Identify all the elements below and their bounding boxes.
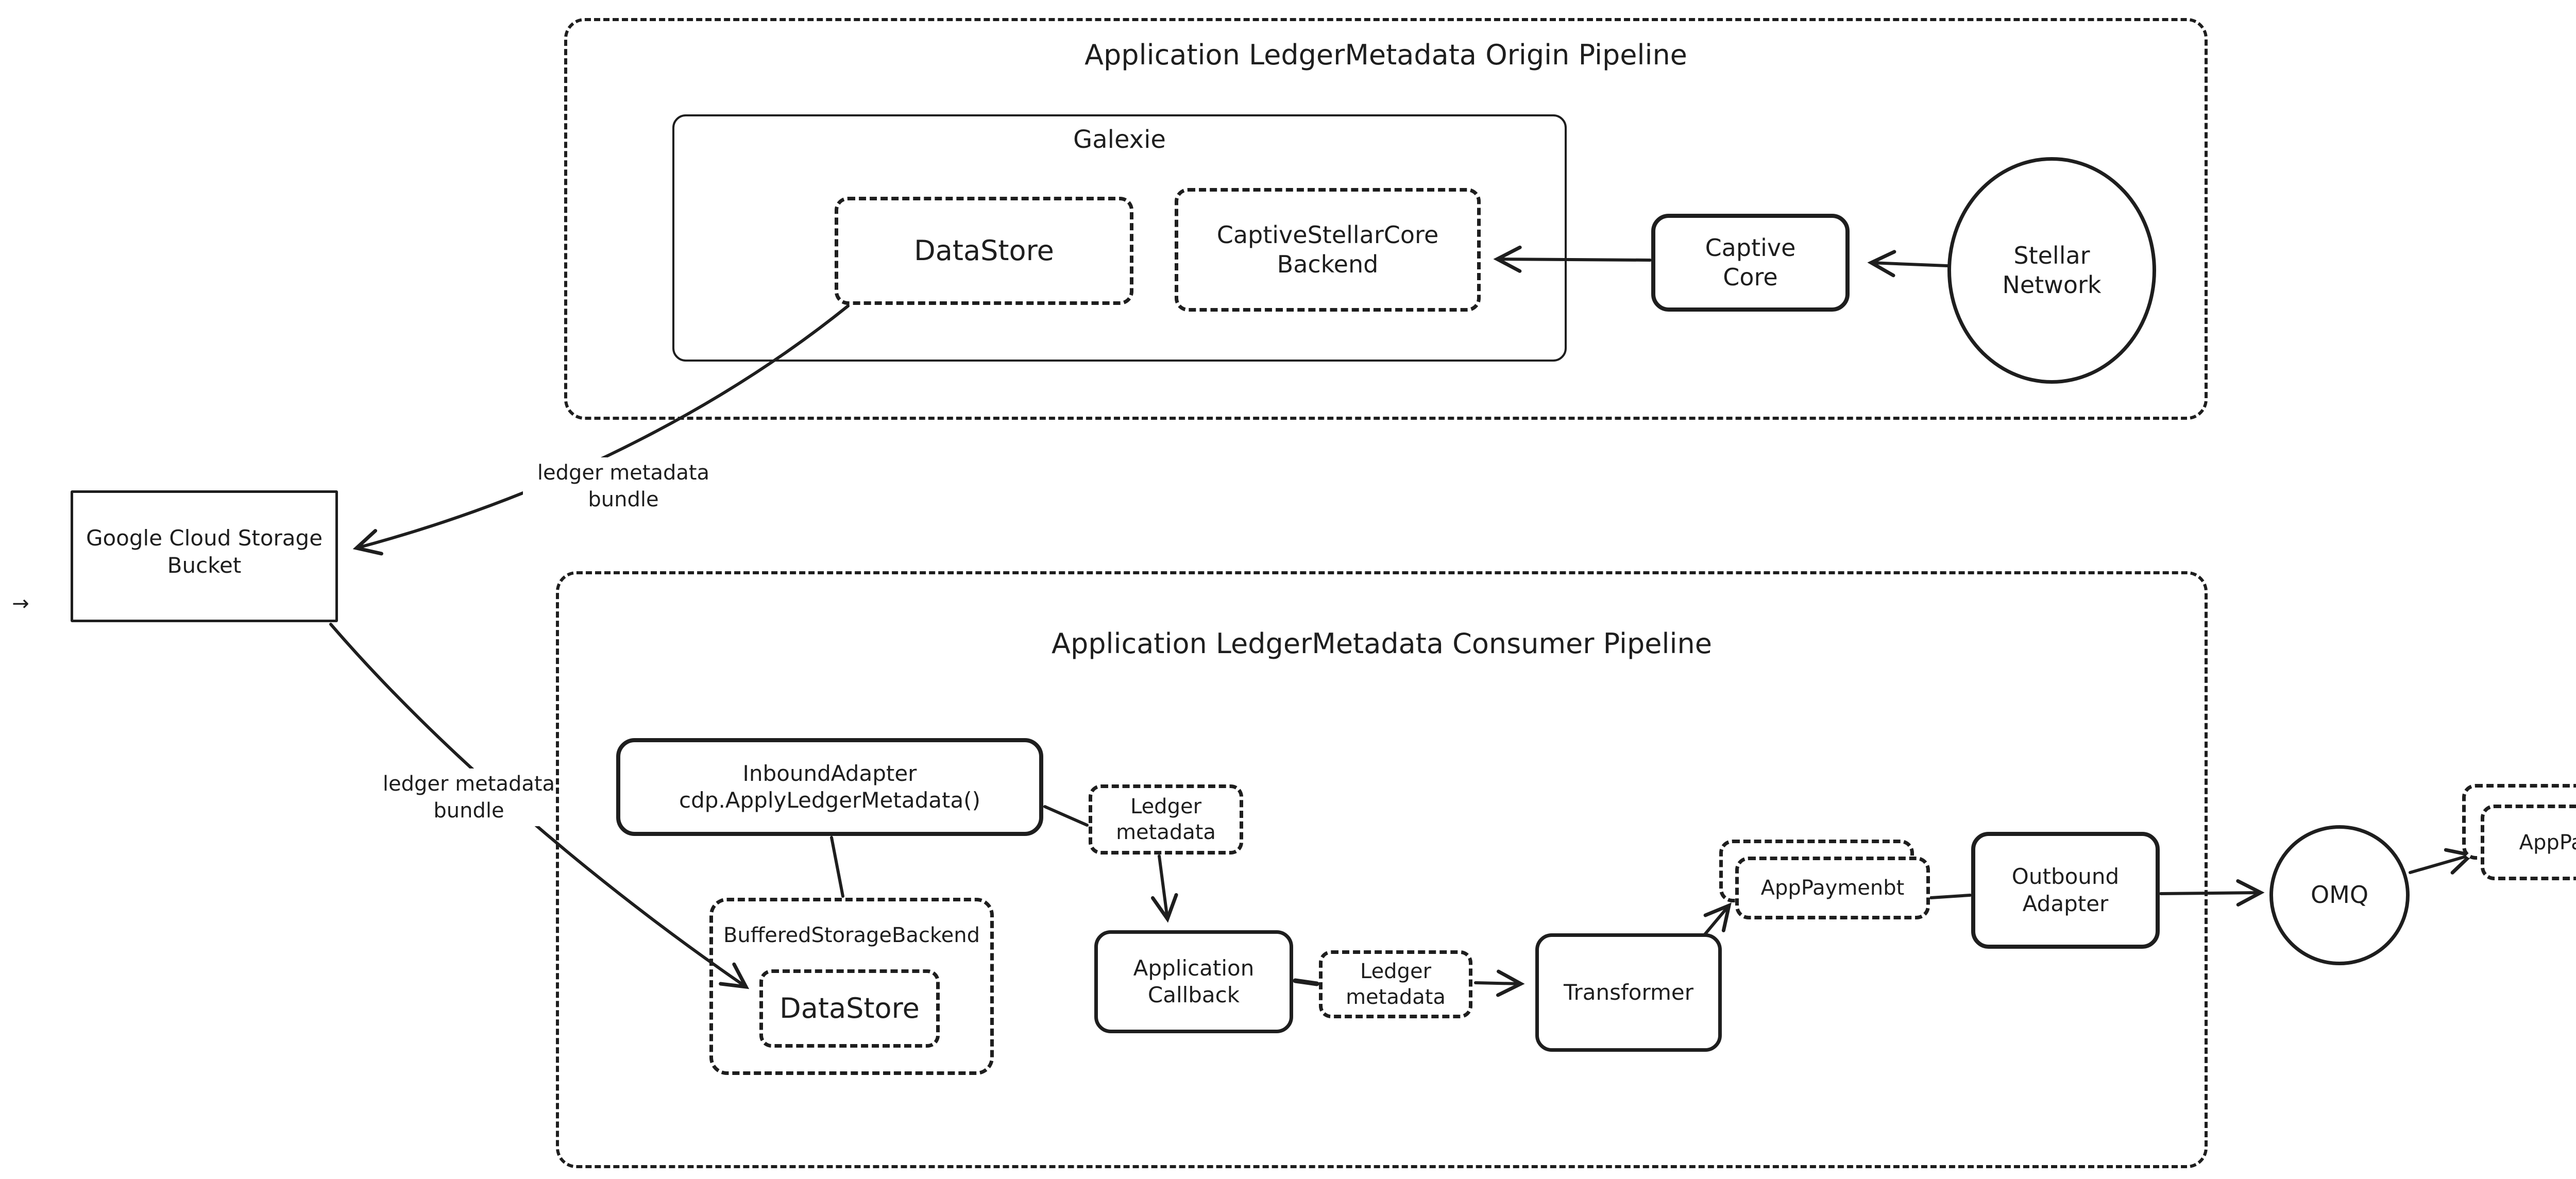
stray-arrow-mark: → bbox=[12, 592, 29, 616]
galexie-datastore-box: DataStore bbox=[835, 197, 1133, 305]
ledger-metadata-out-box: Ledger metadata bbox=[1319, 950, 1472, 1018]
outbound-adapter-box: Outbound Adapter bbox=[1971, 832, 2160, 949]
galexie-label: Galexie bbox=[1073, 125, 1166, 154]
edge-inbound-adapter-to-buffered-storage-backend bbox=[830, 836, 844, 898]
edge-inbound-adapter-to-ledger-metadata-in bbox=[1043, 805, 1089, 827]
edge-stellar-network-to-captive-core bbox=[1867, 250, 1949, 278]
galexie-box bbox=[672, 114, 1567, 362]
edge-outbound-adapter-to-omq bbox=[2159, 879, 2265, 907]
edge-captive-core-to-captive-stellar-core-backend bbox=[1493, 245, 1652, 273]
origin-pipeline-container bbox=[564, 18, 2208, 420]
consumer-pipeline-title: Application LedgerMetadata Consumer Pipe… bbox=[1052, 627, 1712, 660]
buffered-storage-backend-label: BufferedStorageBackend bbox=[723, 924, 980, 947]
ledger-metadata-in-box: Ledger metadata bbox=[1089, 784, 1243, 855]
buffered-storage-backend-box bbox=[709, 898, 994, 1075]
gcs-bucket-box: Google Cloud Storage Bucket bbox=[71, 490, 338, 622]
edge-galexie-datastore-to-gcs-bucket bbox=[352, 304, 850, 556]
consumer-pipeline-container bbox=[556, 571, 2208, 1168]
app-payment-msg-1-box: AppPaymenbt bbox=[1735, 857, 1930, 919]
application-callback-box: Application Callback bbox=[1094, 930, 1293, 1033]
stellar-network-ellipse: Stellar Network bbox=[1947, 157, 2156, 384]
ledger-metadata-bundle-label-top: ledger metadata bundle bbox=[523, 457, 724, 515]
edge-application-callback-to-ledger-metadata-out bbox=[1293, 978, 1319, 986]
captive-core-box: Captive Core bbox=[1651, 214, 1850, 312]
origin-pipeline-title: Application LedgerMetadata Origin Pipeli… bbox=[1084, 39, 1687, 71]
edge-ledger-metadata-out-to-transformer bbox=[1474, 969, 1525, 997]
edge-app-payment-msg-1-to-outbound-adapter bbox=[1929, 894, 1972, 899]
transformer-box: Transformer bbox=[1535, 933, 1722, 1052]
edge-ledger-metadata-in-to-application-callback bbox=[1150, 855, 1178, 923]
inbound-adapter-box: InboundAdapter cdp.ApplyLedgerMetadata() bbox=[616, 738, 1043, 836]
edge-omq-to-app-payment-msg-2 bbox=[2409, 848, 2475, 875]
app-payment-msg-2-box: AppPaymenbt bbox=[2481, 805, 2576, 880]
ledger-metadata-bundle-label-bottom: ledger metadata bundle bbox=[368, 768, 569, 826]
captive-stellar-core-backend-box: CaptiveStellarCore Backend bbox=[1175, 188, 1481, 312]
omq-circle: OMQ bbox=[2269, 825, 2410, 965]
consumer-datastore-box: DataStore bbox=[759, 969, 940, 1048]
